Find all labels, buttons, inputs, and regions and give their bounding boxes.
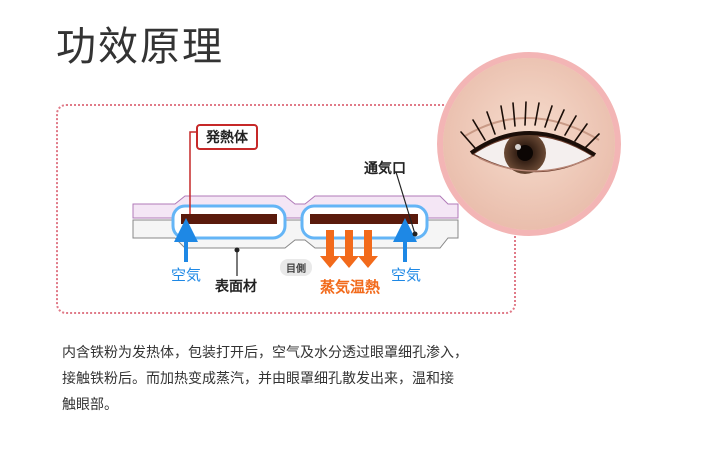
steam-heat-label: 蒸気温熱 [320,278,381,296]
eye-side-badge: 目側 [280,259,312,276]
vent-label: 通気口 [364,161,406,177]
air-label-right: 空気 [391,266,422,284]
page-title: 功效原理 [56,24,224,70]
heat-element-label: 発熱体 [196,124,258,150]
description-line-3: 触眼部。 [62,397,118,413]
surface-material-label: 表面材 [215,279,257,295]
description-text: 内含铁粉为发热体，包装打开后，空气及水分透过眼罩细孔渗入， 接触铁粉后。而加热变… [62,340,562,418]
description-line-1: 内含铁粉为发热体，包装打开后，空气及水分透过眼罩细孔渗入， [62,345,468,361]
air-label-left: 空気 [171,266,202,284]
eye-closeup-image [437,52,621,236]
description-line-2: 接触铁粉后。而加热变成蒸汽，并由眼罩细孔散发出来，温和接 [62,371,454,387]
